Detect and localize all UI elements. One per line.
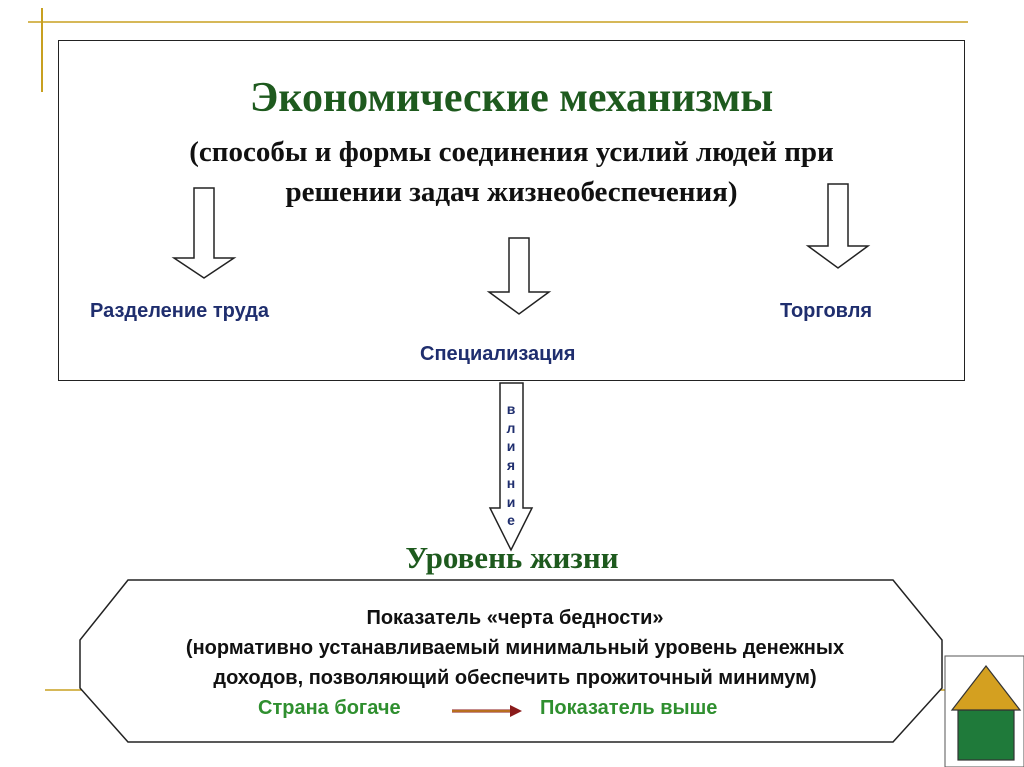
influence-letter: в bbox=[506, 401, 516, 417]
effect-label: Показатель выше bbox=[540, 697, 718, 719]
poverty-line-definition-2: доходов, позволяющий обеспечить прожиточ… bbox=[213, 667, 817, 689]
cause-label: Страна богаче bbox=[258, 697, 401, 719]
influence-letter: и bbox=[506, 493, 516, 510]
influence-letter: е bbox=[507, 512, 515, 528]
influence-arrow bbox=[488, 382, 534, 552]
page-title: Экономические механизмы bbox=[249, 75, 774, 121]
house-roof-icon bbox=[950, 665, 1022, 711]
house-body-icon bbox=[957, 709, 1015, 761]
label-division-of-labor: Разделение труда bbox=[90, 300, 270, 322]
poverty-line-octagon bbox=[79, 579, 943, 743]
label-specialization: Специализация bbox=[420, 343, 576, 365]
poverty-line-definition-1: (нормативно устанавливаемый минимальный … bbox=[185, 637, 845, 659]
poverty-line-heading: Показатель «черта бедности» bbox=[366, 607, 664, 629]
influence-letter: и bbox=[506, 438, 516, 454]
influence-letter: я bbox=[506, 456, 516, 473]
page-subtitle: (способы и формы соединения усилий людей… bbox=[58, 132, 965, 212]
subtitle-line-1: (способы и формы соединения усилий людей… bbox=[189, 136, 834, 168]
influence-letter: н bbox=[506, 475, 516, 491]
influence-label: в л и я н и е bbox=[498, 400, 524, 530]
influence-letter: л bbox=[506, 419, 516, 436]
cause-effect-arrow-head bbox=[510, 705, 522, 717]
poverty-line-text: Показатель «черта бедности» (нормативно … bbox=[80, 603, 950, 693]
arrow-to-specialization bbox=[486, 237, 552, 315]
arrow-to-division-of-labor bbox=[171, 187, 237, 279]
living-standard-title: Уровень жизни bbox=[405, 540, 619, 575]
label-trade: Торговля bbox=[780, 300, 873, 322]
arrow-to-trade bbox=[805, 183, 871, 269]
subtitle-line-2: решении задач жизнеобеспечения) bbox=[285, 176, 738, 208]
